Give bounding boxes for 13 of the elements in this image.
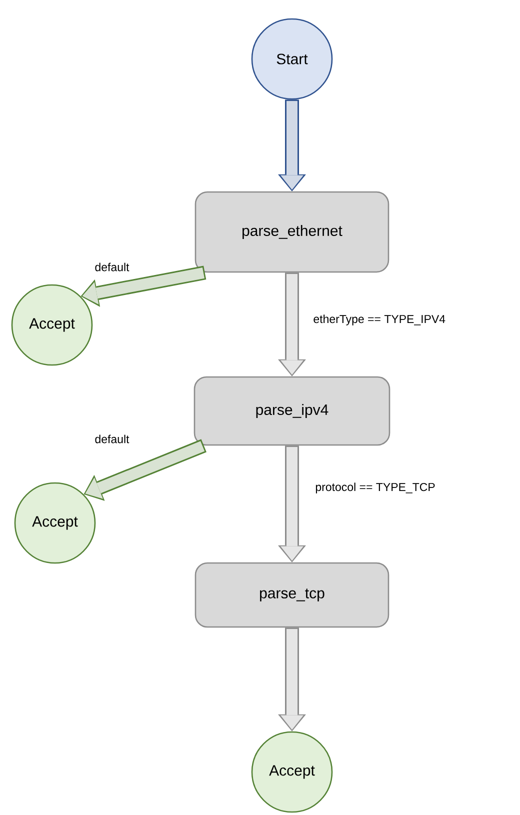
edge-label: protocol == TYPE_TCP — [314, 482, 436, 494]
block-arrow — [278, 446, 306, 562]
process-box: parse_ipv4 — [194, 376, 390, 446]
block-arrow — [278, 628, 306, 732]
edge-label: default — [94, 262, 130, 272]
block-arrow — [84, 439, 206, 501]
block-arrow — [80, 266, 206, 307]
edge-label: default — [94, 434, 130, 444]
edge-label: etherType == TYPE_IPV4 — [312, 314, 447, 326]
block-arrow — [278, 272, 306, 376]
process-box: parse_ethernet — [194, 191, 390, 273]
block-arrow — [278, 100, 306, 192]
process-box: parse_tcp — [194, 562, 390, 628]
